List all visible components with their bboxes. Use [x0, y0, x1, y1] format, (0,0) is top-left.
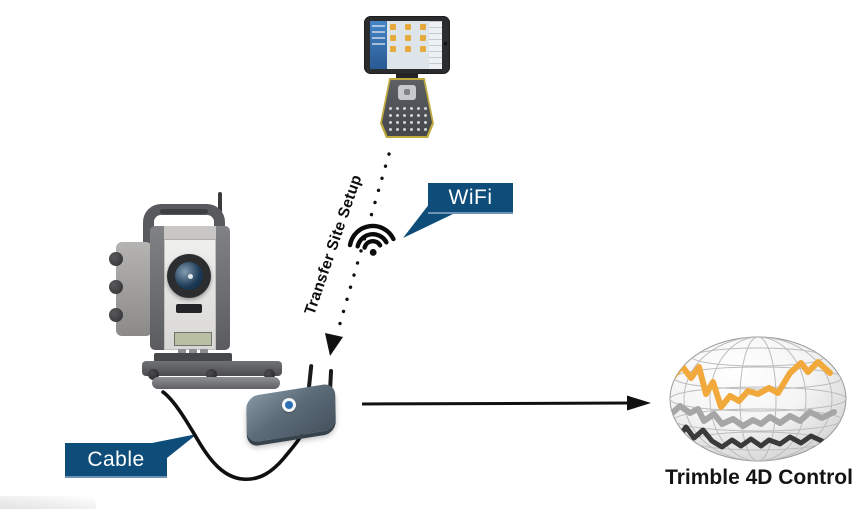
- leveling-screw: [206, 369, 217, 380]
- globe-line-gray: [670, 403, 837, 429]
- station-display: [174, 332, 212, 346]
- cable-line: [161, 390, 304, 482]
- globe-line-dark: [673, 424, 825, 450]
- screen-app-grid: [390, 24, 428, 66]
- globe-icon: [669, 336, 847, 462]
- station-right-yoke: [215, 226, 230, 350]
- cable-callout-text: Cable: [87, 447, 145, 471]
- keypad-dpad: [398, 85, 416, 100]
- screen-right-panel: [429, 21, 442, 69]
- controller-keypad: [380, 78, 434, 138]
- controller-screen: [370, 21, 442, 69]
- dotted-arrowhead: [325, 333, 343, 356]
- transfer-dotted-arrow: [325, 152, 391, 356]
- station-side-housing: [109, 242, 152, 336]
- cropped-edge-remnant: [0, 496, 96, 509]
- wifi-signal-icon: [347, 223, 396, 256]
- station-left-yoke: [150, 226, 165, 350]
- total-station: [109, 192, 312, 394]
- keypad-keys: [387, 105, 427, 132]
- trimble-4d-control-label: Trimble 4D Control: [665, 466, 853, 489]
- wifi-router: [246, 356, 346, 444]
- station-base-plate: [152, 377, 280, 389]
- leveling-screw: [148, 369, 159, 380]
- wifi-callout: WiFi: [428, 183, 513, 214]
- station-knob: [109, 308, 123, 322]
- field-controller: [364, 14, 450, 138]
- flow-arrow: [361, 395, 651, 411]
- cable-callout: Cable: [65, 443, 167, 478]
- station-knob: [109, 280, 123, 294]
- station-tribrach: [142, 361, 282, 380]
- controller-tablet: [364, 16, 450, 74]
- camera-dot-icon: [444, 42, 447, 45]
- wifi-callout-text: WiFi: [448, 185, 493, 209]
- station-telescope-lens-icon: [167, 254, 211, 298]
- globe-line-orange: [670, 359, 833, 410]
- router-logo-icon: [282, 398, 296, 412]
- router-body: [246, 382, 336, 444]
- station-buttons: [178, 349, 208, 355]
- flow-arrowhead: [627, 395, 651, 411]
- controller-hinge: [396, 73, 418, 79]
- station-knob: [109, 252, 123, 266]
- screen-sidebar: [370, 21, 387, 69]
- leveling-screw: [264, 369, 275, 380]
- station-sensor: [176, 304, 202, 313]
